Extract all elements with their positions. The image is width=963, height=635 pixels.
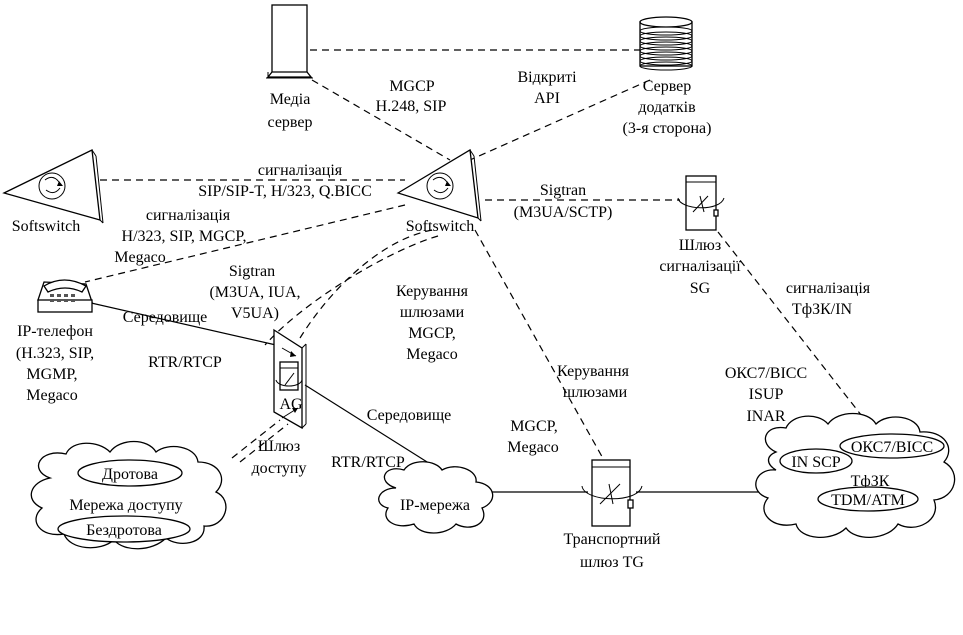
ss-sg-label-2: (M3UA/SCTP): [514, 204, 613, 221]
okc7-ellipse: [839, 433, 945, 459]
link-softswitch-ag-a: [299, 229, 433, 339]
media-softswitch-label-1: MGCP: [389, 78, 434, 95]
wired-access-ellipse: [77, 459, 183, 487]
ip-phone: IP-телефон (H.323, SIP, MGMP, Megaco: [16, 279, 94, 404]
ss-sg-label-1: Sigtran: [540, 182, 586, 199]
app-softswitch-label-1: Відкриті: [517, 69, 577, 86]
ss-ss-label-1: сигналізація: [258, 162, 343, 179]
access-network: Дротова Мережа доступу Бездротова: [30, 440, 227, 550]
ag-ipnet-label-1: Середовище: [367, 407, 452, 424]
tdm-atm-label: TDM/ATM: [831, 492, 905, 509]
ip-phone-label-3: MGMP,: [26, 366, 77, 383]
access-gateway: AG Шлюз доступу: [252, 328, 307, 477]
link-phone-ag: [77, 299, 277, 346]
ss-tg-label-2: шлюзами: [563, 384, 628, 401]
media-server: Медіа сервер: [266, 4, 313, 131]
tdm-atm-ellipse: [817, 486, 919, 512]
wireless-access-label: Бездротова: [86, 522, 162, 539]
ss-ag-control-label-4: Megaco: [406, 346, 458, 363]
app-server-label-1: Сервер: [643, 78, 692, 95]
ip-phone-label-1: IP-телефон: [17, 323, 93, 340]
app-server-label-3: (3-я сторона): [623, 120, 712, 137]
ss-ag-control-label-3: MGCP,: [408, 325, 456, 342]
link-access-ag-b: [239, 423, 289, 463]
link-labels: MGCP H.248, SIP Відкриті API сигналізаці…: [114, 69, 871, 471]
pstn-sig-label-1: ОКС7/BICC: [725, 365, 807, 382]
ip-phone-label-4: Megaco: [26, 387, 78, 404]
link-softswitch-phone: [84, 204, 406, 283]
softswitch-center-label: Softswitch: [406, 218, 474, 235]
pstn: IN SCP ОКС7/BICC ТфЗК TDM/ATM: [755, 412, 956, 539]
softswitch-icon: [2, 149, 104, 224]
ag-label-1: Шлюз: [258, 438, 300, 455]
gateway-icon: [677, 175, 725, 231]
app-server-label-2: додатків: [638, 99, 696, 116]
ip-network: IP-мережа: [378, 461, 494, 534]
phone-ag-label-1: Середовище: [123, 309, 208, 326]
sg-pstn-label-2: ТфЗК/IN: [792, 301, 853, 318]
ss-phone-label-1: сигналізація: [146, 207, 231, 224]
wireless-access-ellipse: [57, 515, 191, 543]
tg-label-2: шлюз TG: [580, 554, 644, 571]
sigtran-ag-label-2: (M3UA, IUA,: [209, 284, 300, 301]
access-gateway-icon: [273, 328, 307, 430]
ag-ipnet-label-2: RTR/RTCP: [331, 454, 405, 471]
ss-phone-label-2: H/323, SIP, MGCP,: [122, 228, 247, 245]
sg-label-3: SG: [690, 280, 711, 297]
gateway-icon: [581, 459, 643, 527]
transport-gateway: Транспортний шлюз TG: [564, 459, 661, 571]
ip-phone-label-2: (H.323, SIP,: [16, 345, 94, 362]
media-server-label-2: сервер: [268, 114, 313, 131]
sg-label-2: сигналізації: [659, 258, 741, 275]
pstn-sig-label-2: ISUP: [749, 386, 784, 403]
signalling-gateway: Шлюз сигналізації SG: [659, 175, 741, 297]
softswitch-left-label: Softswitch: [12, 218, 80, 235]
okc7-label: ОКС7/BICC: [851, 439, 933, 456]
ss-ss-label-2: SIP/SIP-T, H/323, Q.BICC: [198, 183, 372, 200]
pstn-sig-label-3: INAR: [746, 408, 785, 425]
pstn-title: ТфЗК: [851, 473, 890, 490]
tg-mgcp-label-2: Megaco: [507, 439, 559, 456]
wired-access-label: Дротова: [102, 466, 158, 483]
media-softswitch-label-2: H.248, SIP: [376, 98, 447, 115]
tg-mgcp-label-1: MGCP,: [510, 418, 558, 435]
softswitch-center: Softswitch: [396, 148, 482, 235]
media-server-icon: [271, 4, 308, 78]
app-softswitch-label-2: API: [534, 90, 560, 107]
phone-icon: [37, 279, 93, 313]
link-sg-pstn: [717, 231, 866, 421]
app-server: Сервер додатків (3-я сторона): [623, 16, 712, 137]
link-media-softswitch: [311, 79, 451, 161]
ss-phone-label-3: Megaco: [114, 249, 166, 266]
link-app-softswitch: [469, 79, 651, 161]
link-softswitch-tg: [474, 229, 606, 463]
database-stack-icon: [639, 16, 693, 71]
link-access-ag-a: [231, 419, 281, 459]
in-scp-ellipse: [779, 448, 853, 474]
softswitch-left: Softswitch: [2, 149, 104, 235]
ag-label-2: доступу: [252, 460, 307, 477]
tg-label-1: Транспортний: [564, 531, 661, 548]
ip-network-label: IP-мережа: [400, 497, 470, 514]
ip-network-cloud: [378, 461, 494, 534]
access-network-title: Мережа доступу: [69, 497, 182, 514]
sg-label-1: Шлюз: [679, 237, 721, 254]
connections: [77, 49, 866, 493]
ss-ag-control-label-2: шлюзами: [400, 304, 465, 321]
sg-pstn-label-1: сигналізація: [786, 280, 871, 297]
phone-ag-label-2: RTR/RTCP: [148, 354, 222, 371]
link-ag-ipnet: [304, 384, 444, 473]
in-scp-label: IN SCP: [791, 454, 840, 471]
ss-ag-control-label-1: Керування: [396, 283, 469, 300]
softswitch-icon: [396, 148, 482, 222]
sigtran-ag-label-1: Sigtran: [229, 263, 275, 280]
media-server-label-1: Медіа: [270, 91, 311, 108]
ag-code-label: AG: [279, 396, 303, 413]
ss-tg-label-1: Керування: [557, 363, 630, 380]
link-softswitch-ag-b: [264, 235, 439, 346]
sigtran-ag-label-3: V5UA): [231, 305, 279, 322]
